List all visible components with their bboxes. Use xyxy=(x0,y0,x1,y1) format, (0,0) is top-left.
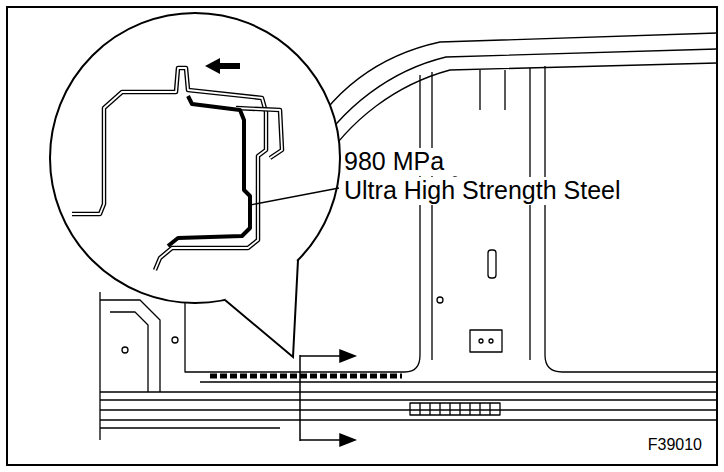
callout-pointer xyxy=(225,260,298,357)
uhss-reinforcement xyxy=(210,374,402,379)
b-pillar xyxy=(431,72,432,360)
hole xyxy=(172,337,178,343)
rocker-patch xyxy=(420,403,490,415)
hole xyxy=(479,339,483,343)
section-profile xyxy=(72,68,282,270)
front-pillar xyxy=(110,312,148,392)
front-pillar xyxy=(99,292,100,440)
spec-value: 980 MPa xyxy=(342,148,446,176)
b-pillar xyxy=(529,68,530,360)
rocker xyxy=(100,409,717,410)
callout-circle xyxy=(50,13,340,303)
figure-frame xyxy=(7,7,717,465)
sill-edge xyxy=(200,371,405,372)
plate xyxy=(470,330,502,352)
hole xyxy=(437,297,443,303)
front-pillar xyxy=(185,300,200,372)
roof-rail xyxy=(310,49,717,160)
rocker-patch xyxy=(410,403,500,415)
sill-edge xyxy=(200,381,717,382)
rocker xyxy=(100,399,717,400)
b-pillar xyxy=(480,70,505,110)
direction-arrow xyxy=(205,58,240,74)
figure-number: F39010 xyxy=(646,436,704,454)
hole xyxy=(489,339,493,343)
rocker xyxy=(100,427,280,428)
callout-pointer xyxy=(225,260,298,357)
hole xyxy=(122,347,128,353)
b-pillar xyxy=(405,75,420,372)
b-pillar xyxy=(545,66,717,372)
front-pillar xyxy=(100,300,160,392)
rocker xyxy=(100,419,717,420)
leader-line xyxy=(250,188,339,205)
rocker xyxy=(100,391,717,392)
section-arrows xyxy=(300,350,355,446)
slot xyxy=(488,250,496,278)
material-name: Ultra High Strength Steel xyxy=(342,177,623,205)
